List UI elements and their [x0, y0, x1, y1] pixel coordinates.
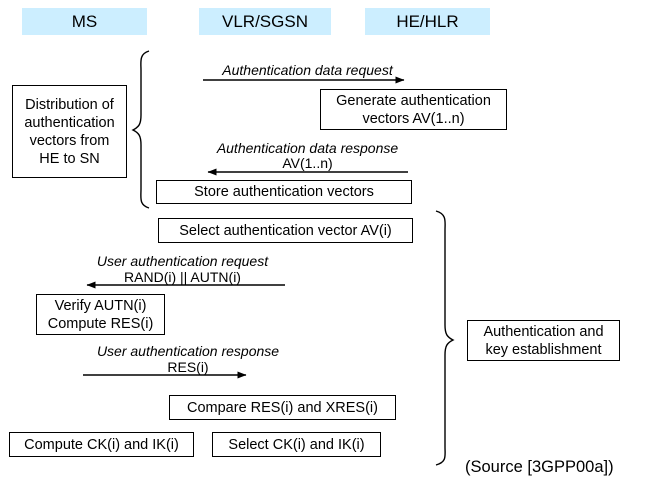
- phase-auth-key-line-2: key establishment: [485, 341, 602, 358]
- action-select-keys: Select CK(i) and IK(i): [212, 432, 381, 457]
- action-store-av: Store authentication vectors: [156, 180, 412, 204]
- action-compare-res-line-1: Compare RES(i) and XRES(i): [187, 399, 378, 416]
- action-store-av-line-1: Store authentication vectors: [194, 184, 374, 200]
- action-compute-keys-line-1: Compute CK(i) and IK(i): [24, 436, 179, 453]
- phase-distribution-line-2: authentication: [24, 114, 115, 131]
- message-payload-user-auth-response: RES(i): [167, 359, 209, 375]
- message-label-user-auth-request: User authentication request: [96, 253, 269, 269]
- action-select-av-line-1: Select authentication vector AV(i): [179, 222, 392, 239]
- brace-distribution: [131, 50, 150, 209]
- message-payload-user-auth-request: RAND(i) || AUTN(i): [124, 269, 241, 285]
- phase-label-distribution: Distribution of authentication vectors f…: [12, 85, 127, 178]
- action-generate-av-line-1: Generate authentication: [336, 92, 491, 109]
- action-compare-res: Compare RES(i) and XRES(i): [169, 395, 396, 420]
- lane-header-he-hlr: HE/HLR: [365, 8, 490, 35]
- action-compute-keys: Compute CK(i) and IK(i): [9, 432, 194, 457]
- message-label-user-auth-response: User authentication response: [96, 343, 280, 359]
- action-verify-autn-line-1: Verify AUTN(i): [54, 297, 147, 314]
- brace-auth-key-establishment: [435, 210, 455, 466]
- phase-distribution-line-3: vectors from: [29, 132, 110, 149]
- action-verify-autn-line-2: Compute RES(i): [47, 315, 154, 332]
- message-label-auth-data-response: Authentication data response: [216, 140, 399, 156]
- message-label-auth-data-request: Authentication data request: [222, 62, 393, 78]
- action-verify-autn: Verify AUTN(i) Compute RES(i): [36, 294, 165, 335]
- source-credit: (Source [3GPP00a]): [465, 458, 614, 476]
- phase-distribution-line-4: HE to SN: [39, 150, 100, 167]
- lane-header-vlr-sgsn: VLR/SGSN: [199, 8, 331, 35]
- phase-distribution-line-1: Distribution of: [25, 96, 114, 113]
- action-generate-av-line-2: vectors AV(1..n): [362, 110, 465, 127]
- message-payload-auth-data-response: AV(1..n): [282, 155, 333, 171]
- action-generate-av: Generate authentication vectors AV(1..n): [320, 89, 507, 130]
- lane-header-ms: MS: [22, 8, 147, 35]
- action-select-keys-line-1: Select CK(i) and IK(i): [228, 436, 365, 453]
- phase-auth-key-line-1: Authentication and: [483, 323, 604, 340]
- action-select-av: Select authentication vector AV(i): [158, 218, 413, 243]
- phase-label-auth-key-establishment: Authentication and key establishment: [467, 320, 620, 361]
